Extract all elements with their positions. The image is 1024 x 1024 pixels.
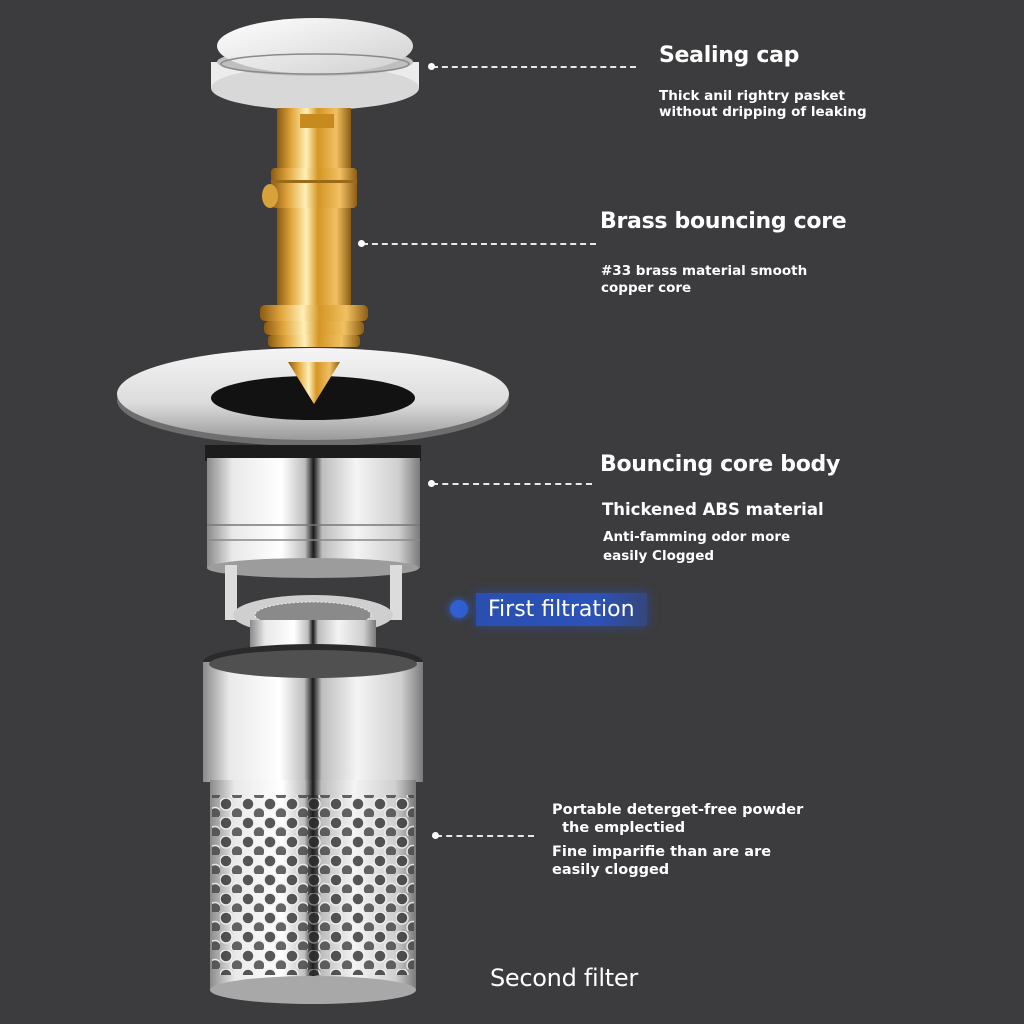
basket-desc-3: Fine imparifie than are are bbox=[552, 844, 772, 860]
brass-core-desc-1: #33 brass material smooth bbox=[601, 263, 808, 279]
pointer-dot-icon bbox=[450, 600, 468, 618]
sealing-cap-shape bbox=[211, 18, 419, 110]
first-filtration-label: First filtration bbox=[476, 592, 647, 626]
brass-core-desc-2: copper core bbox=[601, 280, 692, 296]
flange-shape bbox=[117, 348, 509, 446]
core-body-leader bbox=[428, 480, 592, 487]
core-body-title: Bouncing core body bbox=[600, 452, 840, 477]
basket-desc-4: easily clogged bbox=[552, 862, 670, 878]
brass-core-title: Brass bouncing core bbox=[600, 209, 847, 234]
sealing-cap-desc-2: without dripping of leaking bbox=[659, 104, 867, 120]
core-body-subtitle: Thickened ABS material bbox=[602, 500, 824, 519]
basket-desc-1: Portable deterget-free powder bbox=[552, 802, 804, 818]
filter-basket-shape bbox=[203, 644, 423, 1004]
core-body-desc-1: Anti-famming odor more bbox=[603, 529, 791, 545]
first-filtration-badge: First filtration bbox=[450, 591, 647, 627]
sealing-cap-desc-1: Thick anil rightry pasket bbox=[659, 88, 846, 104]
sealing-cap-title: Sealing cap bbox=[659, 43, 800, 68]
basket-desc-2: the emplectied bbox=[552, 820, 686, 836]
second-filter-title: Second filter bbox=[490, 964, 638, 992]
core-body-shape bbox=[205, 445, 421, 662]
brass-core-leader bbox=[358, 240, 596, 247]
sealing-cap-leader bbox=[428, 63, 636, 70]
core-body-desc-2: easily Clogged bbox=[603, 548, 715, 564]
basket-leader bbox=[432, 832, 534, 839]
